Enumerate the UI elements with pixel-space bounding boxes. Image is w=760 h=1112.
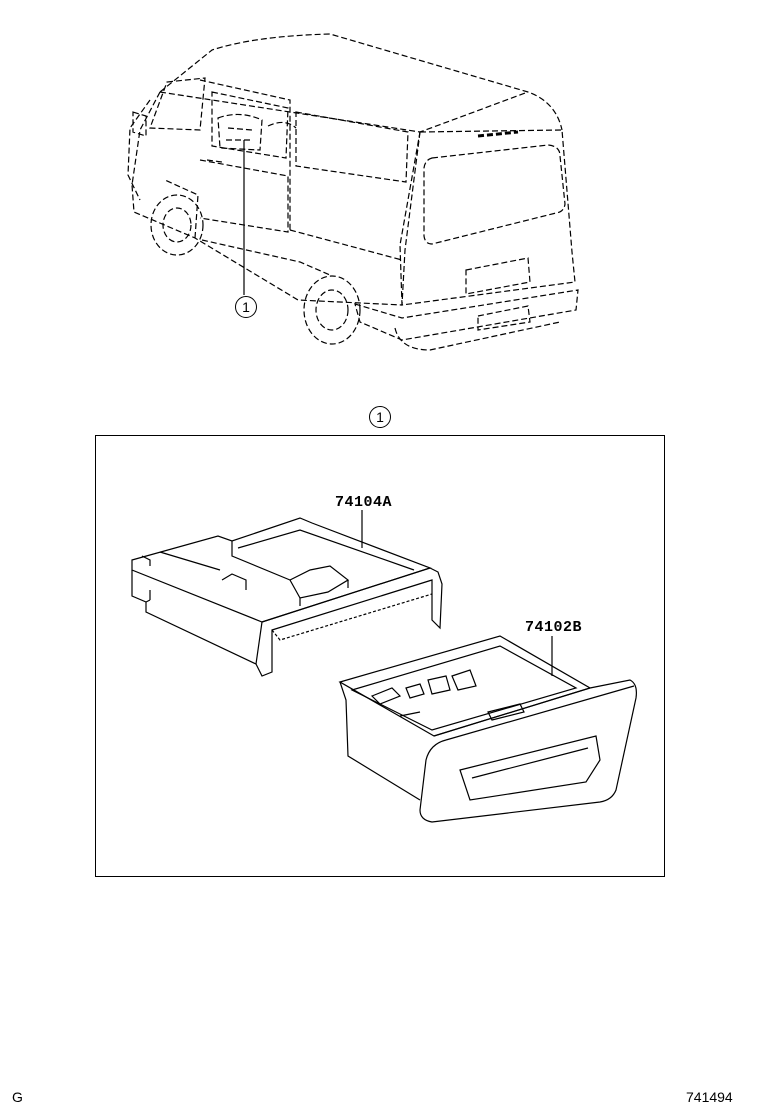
van-illustration [127,33,579,351]
part-74104a-drawing [131,517,443,677]
part-74102b-drawing [338,635,637,823]
footer-left-code: G [12,1089,23,1105]
detail-frame [95,435,665,877]
parts-illustration [131,510,637,823]
part-number-74102b: 74102B [525,619,583,636]
part-number-74104a: 74104A [335,494,393,511]
van-callout: 1 [235,296,257,318]
footer-right-code: 741494 [686,1089,733,1105]
detail-callout: 1 [369,406,391,428]
